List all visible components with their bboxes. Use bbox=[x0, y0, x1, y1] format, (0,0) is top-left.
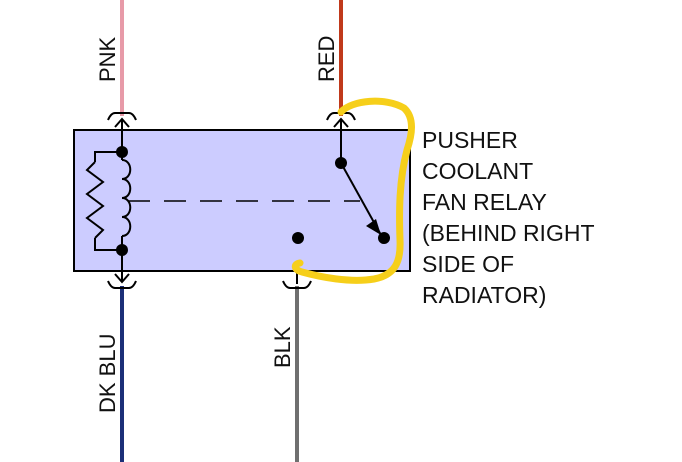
relay-label-line: COOLANT bbox=[422, 158, 533, 184]
red-label: RED bbox=[314, 36, 339, 82]
highlight-annotation-stroke bbox=[291, 97, 415, 284]
relay-label: PUSHER COOLANT FAN RELAY (BEHIND RIGHT S… bbox=[422, 127, 600, 308]
pnk-connector bbox=[107, 112, 137, 121]
blk-label: BLK bbox=[270, 326, 295, 368]
switch-contact-dot bbox=[378, 232, 390, 244]
dk-blu-label: DK BLU bbox=[95, 334, 120, 413]
switch-arrowhead bbox=[366, 219, 381, 235]
relay-label-line: SIDE OF bbox=[422, 251, 514, 277]
blk-connector bbox=[282, 280, 312, 289]
blk-terminal-dot bbox=[292, 232, 304, 244]
coil-terminal-top-dot bbox=[116, 146, 128, 158]
relay-label-line: FAN RELAY bbox=[422, 189, 546, 215]
switch-pivot-dot bbox=[335, 157, 347, 169]
relay-label-line: RADIATOR) bbox=[422, 282, 546, 308]
pnk-label: PNK bbox=[95, 36, 120, 82]
relay-label-line: (BEHIND RIGHT bbox=[422, 220, 594, 246]
coil-terminal-bottom-dot bbox=[116, 244, 128, 256]
relay-label-line: PUSHER bbox=[422, 127, 518, 153]
dk-blu-connector bbox=[107, 280, 137, 289]
